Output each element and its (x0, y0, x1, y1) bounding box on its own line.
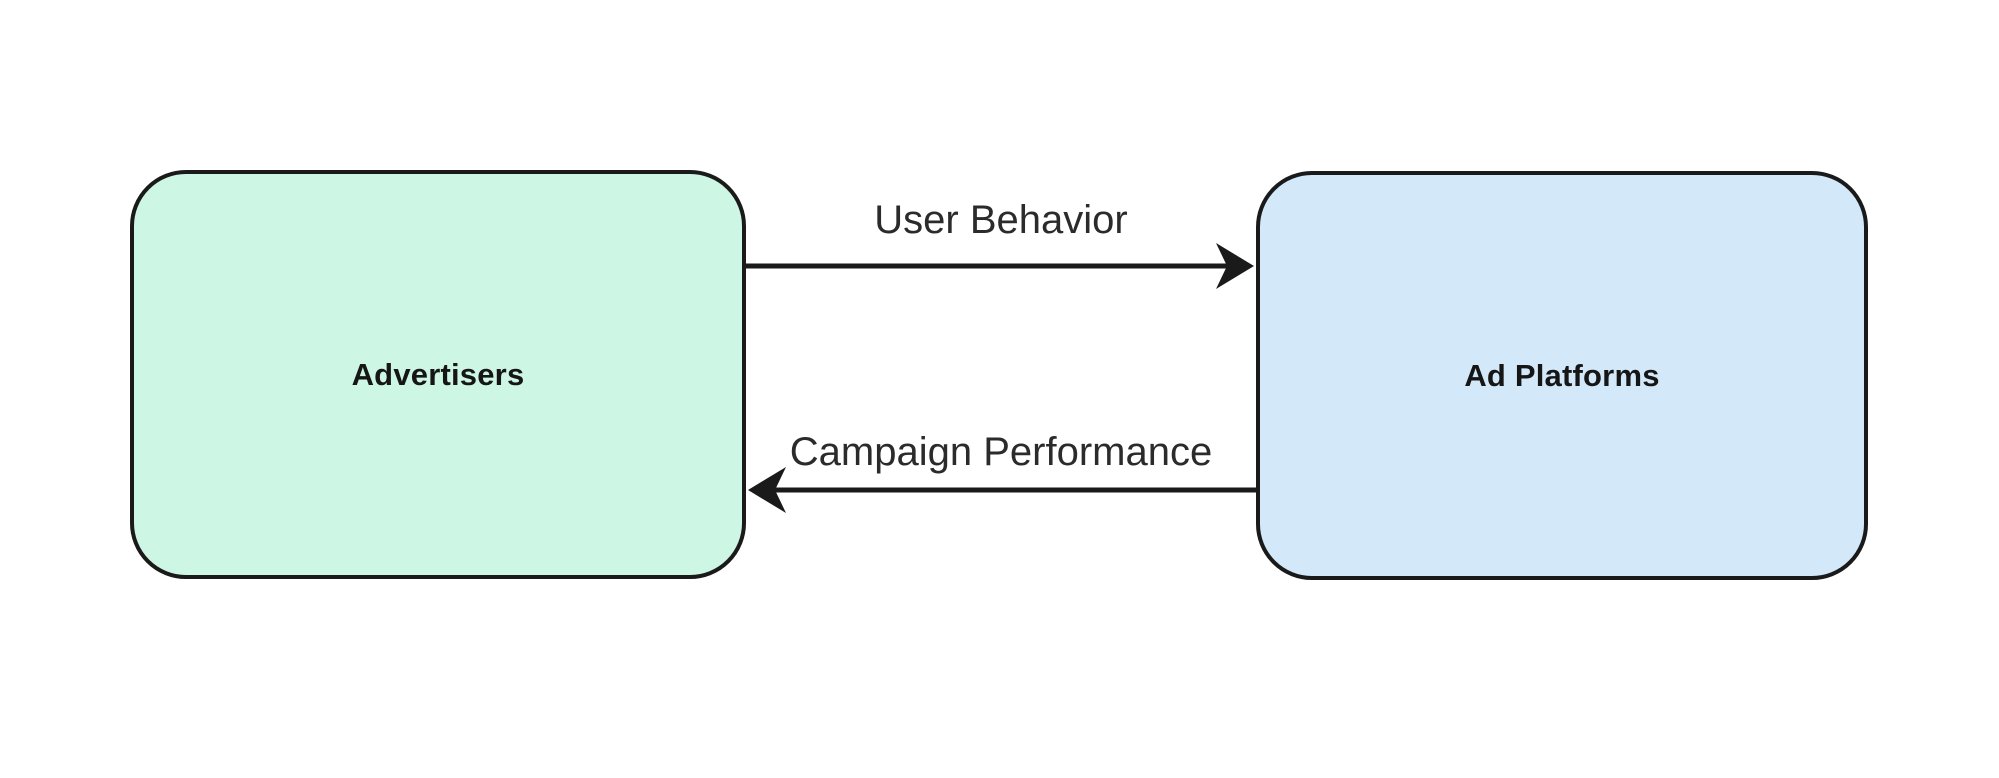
arrow-user-behavior (746, 243, 1254, 289)
node-advertisers-label: Advertisers (351, 356, 525, 392)
arrowhead-right-icon (1216, 243, 1254, 289)
node-ad-platforms: Ad Platforms (1256, 171, 1868, 580)
node-ad-platforms-label: Ad Platforms (1464, 357, 1660, 393)
edge-label-campaign-performance: Campaign Performance (789, 429, 1213, 474)
edge-label-user-behavior: User Behavior (874, 197, 1128, 242)
node-advertisers: Advertisers (130, 170, 746, 579)
